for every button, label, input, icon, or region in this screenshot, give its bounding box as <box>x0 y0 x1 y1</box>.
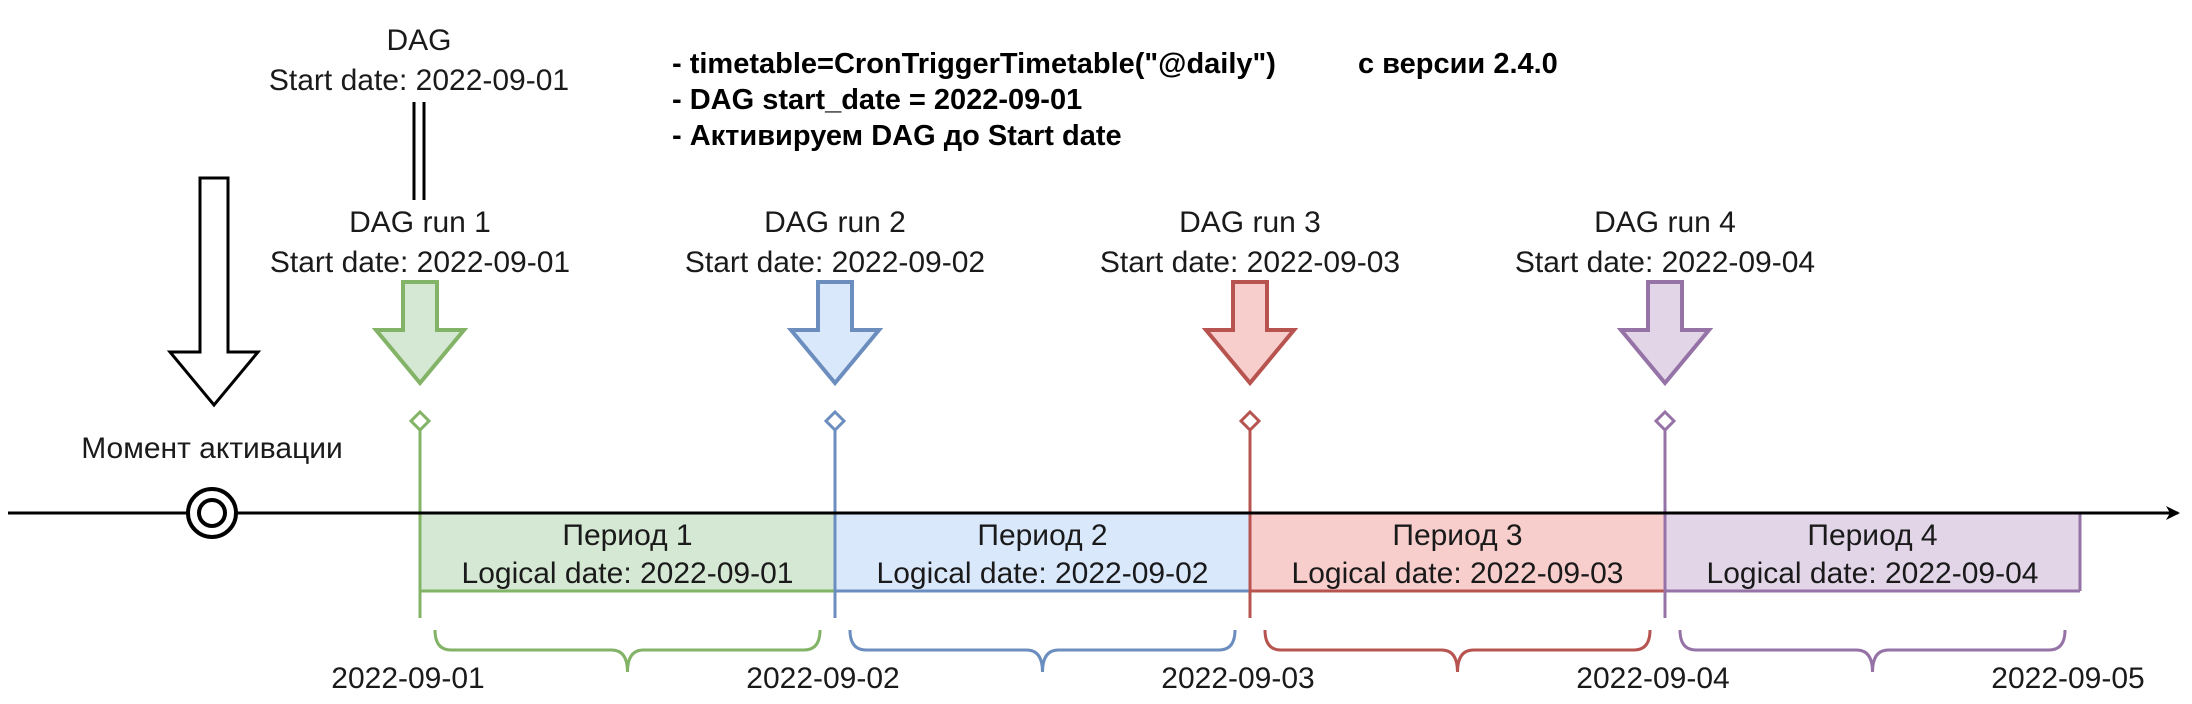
run-1-arrow <box>371 280 469 387</box>
run-3-arrow <box>1201 280 1299 387</box>
run-4-diamond <box>1653 409 1677 433</box>
axis-date-1: 2022-09-01 <box>331 662 484 695</box>
period-3-logical-date: Logical date: 2022-09-03 <box>1292 557 1624 590</box>
period-3-box <box>1250 513 1665 591</box>
period-1-title: Период 1 <box>562 519 692 552</box>
period-2-box <box>835 513 1250 591</box>
period-4-box <box>1665 513 2080 591</box>
run-2-title: DAG run 2 <box>764 206 906 239</box>
axis-date-2: 2022-09-02 <box>746 662 899 695</box>
period-2-logical-date: Logical date: 2022-09-02 <box>877 557 1209 590</box>
period-4-title: Период 4 <box>1807 519 1937 552</box>
note-timetable: - timetable=CronTriggerTimetable("@daily… <box>672 48 1276 80</box>
dag-connector-lines <box>412 102 426 200</box>
axis-date-5: 2022-09-05 <box>1991 662 2144 695</box>
axis-date-3: 2022-09-03 <box>1161 662 1314 695</box>
run-2-start-date: Start date: 2022-09-02 <box>685 246 985 279</box>
run-2-diamond <box>823 409 847 433</box>
run-4-start-date: Start date: 2022-09-04 <box>1515 246 1815 279</box>
run-4-title: DAG run 4 <box>1594 206 1736 239</box>
run-1-title: DAG run 1 <box>349 206 491 239</box>
axis-date-4: 2022-09-04 <box>1576 662 1729 695</box>
run-2-arrow <box>786 280 884 387</box>
activation-point <box>186 487 238 539</box>
period-3-title: Период 3 <box>1392 519 1522 552</box>
period-4-brace <box>1678 629 2067 673</box>
period-2-brace <box>848 629 1237 673</box>
run-3-start-date: Start date: 2022-09-03 <box>1100 246 1400 279</box>
dag-title: DAG <box>386 24 451 57</box>
period-3-brace <box>1263 629 1652 673</box>
period-4-logical-date: Logical date: 2022-09-04 <box>1707 557 2039 590</box>
period-1-brace <box>433 629 822 673</box>
note-version: с версии 2.4.0 <box>1358 48 1558 80</box>
run-3-title: DAG run 3 <box>1179 206 1321 239</box>
run-1-start-date: Start date: 2022-09-01 <box>270 246 570 279</box>
activation-label: Момент активации <box>81 432 343 465</box>
period-1-logical-date: Logical date: 2022-09-01 <box>462 557 794 590</box>
run-3-diamond <box>1238 409 1262 433</box>
run-1-diamond <box>408 409 432 433</box>
dag-start-date: Start date: 2022-09-01 <box>269 64 569 97</box>
note-start-date: - DAG start_date = 2022-09-01 <box>672 84 1082 116</box>
note-activate: - Активируем DAG до Start date <box>672 120 1122 152</box>
period-2-title: Период 2 <box>977 519 1107 552</box>
period-1-box <box>420 513 835 591</box>
run-4-arrow <box>1616 280 1714 387</box>
activation-arrow <box>166 176 262 408</box>
